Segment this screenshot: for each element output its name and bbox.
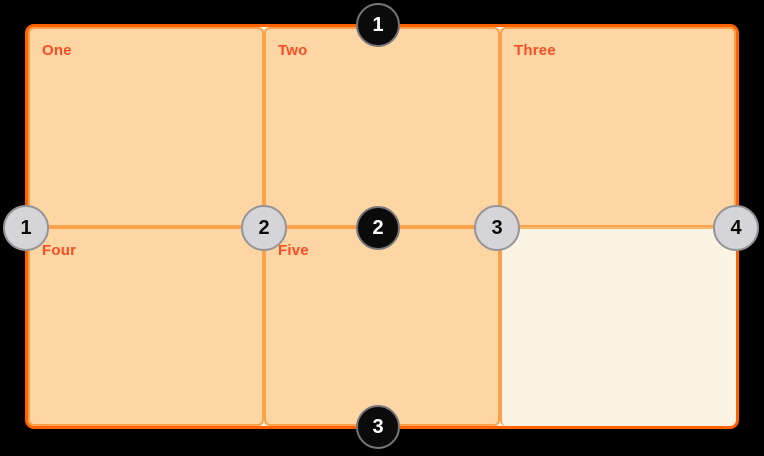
cell-label-four: Four — [42, 241, 77, 259]
row-line-badge-1: 1 — [356, 3, 400, 47]
row-line-badge-3-label: 3 — [372, 415, 384, 438]
row-line-badge-2-label: 2 — [372, 216, 384, 239]
column-line-badge-3: 3 — [474, 205, 520, 251]
grid-cell-three: Three — [500, 27, 736, 227]
cell-label-one: One — [42, 42, 72, 59]
column-line-badge-2: 2 — [241, 205, 287, 251]
grid-cell-one: One — [28, 27, 264, 227]
grid-cell-five: Five — [264, 226, 500, 426]
grid-container: One Two Three Four Five — [25, 24, 739, 429]
column-line-badge-1-label: 1 — [20, 216, 32, 239]
row-line-badge-2: 2 — [356, 206, 400, 250]
row-line-badge-3: 3 — [356, 405, 400, 449]
column-line-badge-2-label: 2 — [258, 216, 270, 239]
cell-label-two: Two — [278, 42, 308, 59]
column-line-badge-4-label: 4 — [730, 216, 742, 239]
cell-label-three: Three — [514, 42, 556, 59]
column-line-badge-1: 1 — [3, 205, 49, 251]
column-line-badge-4: 4 — [713, 205, 759, 251]
row-line-badge-1-label: 1 — [372, 13, 384, 36]
grid-cell-empty — [500, 226, 736, 426]
cell-label-five: Five — [278, 241, 309, 259]
grid-cell-two: Two — [264, 27, 500, 227]
grid-cell-four: Four — [28, 226, 264, 426]
column-line-badge-3-label: 3 — [491, 216, 503, 239]
